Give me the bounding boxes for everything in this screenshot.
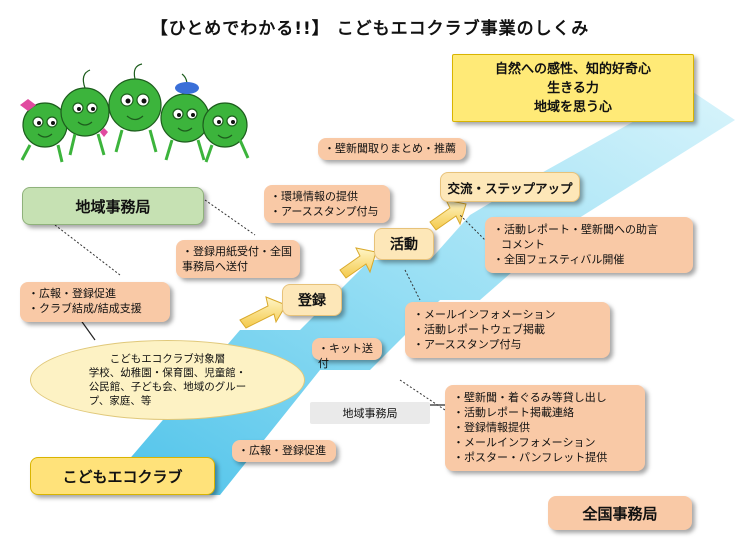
- national-support-item: ・活動レポート掲載連絡: [453, 406, 574, 419]
- step-register: 登録: [282, 284, 342, 316]
- national-support-item: ・ポスター・パンフレット提供: [453, 451, 608, 464]
- mail-info-item: ・アーススタンプ付与: [413, 338, 522, 351]
- national-support-box: ・壁新聞・着ぐるみ等貸し出し ・活動レポート掲載連絡 ・登録情報提供 ・メールイ…: [445, 385, 645, 471]
- step-exchange-label: 交流・ステップアップ: [447, 180, 573, 196]
- target-title: こどもエコクラブ対象層: [109, 353, 226, 365]
- step-register-label: 登録: [298, 293, 326, 309]
- env-info-item: ・アーススタンプ付与: [270, 205, 379, 218]
- env-info-item: ・環境情報の提供: [270, 190, 358, 203]
- step-activity-label: 活動: [390, 237, 418, 253]
- national-office-label: 全国事務局: [548, 496, 692, 530]
- promotion-text: ・広報・登録促進: [238, 444, 326, 457]
- advice-item: ・活動レポート・壁新聞への助言: [493, 223, 658, 236]
- mail-info-item: ・メールインフォメーション: [413, 308, 556, 321]
- registration-forward-box: ・登録用紙受付・全国 事務局へ送付: [176, 240, 300, 278]
- advice-box: ・活動レポート・壁新聞への助言 コメント ・全国フェスティバル開催: [485, 217, 693, 273]
- goal-banner: 自然への感性、知的好奇心 生きる力 地域を思う心: [452, 54, 694, 122]
- newspaper-compile-text: ・壁新聞取りまとめ・推薦: [324, 142, 456, 155]
- regional-office-small: 地域事務局: [310, 402, 430, 424]
- national-support-item: ・壁新聞・着ぐるみ等貸し出し: [453, 391, 607, 404]
- page-title: 【ひとめでわかる!!】 こどもエコクラブ事業のしくみ: [150, 19, 590, 39]
- advice-item: コメント: [501, 238, 545, 251]
- goal-line-2: 生きる力: [547, 80, 599, 96]
- step-activity: 活動: [374, 228, 434, 260]
- step-exchange: 交流・ステップアップ: [440, 172, 580, 202]
- kodomo-eco-club-text: こどもエコクラブ: [62, 467, 183, 486]
- goal-line-3: 地域を思う心: [533, 99, 612, 115]
- regional-task-item: ・クラブ結成/結成支援: [28, 302, 142, 315]
- promotion-box: ・広報・登録促進: [232, 440, 336, 462]
- mail-info-box: ・メールインフォメーション ・活動レポートウェブ掲載 ・アーススタンプ付与: [405, 302, 610, 358]
- mascot-icon: [20, 63, 250, 163]
- kit-box: ・キット送付: [312, 338, 382, 370]
- regional-office-small-text: 地域事務局: [342, 407, 398, 420]
- mail-info-item: ・活動レポートウェブ掲載: [413, 323, 545, 336]
- kodomo-eco-club-label: こどもエコクラブ: [30, 457, 215, 495]
- advice-item: ・全国フェスティバル開催: [493, 253, 625, 266]
- newspaper-compile-box: ・壁新聞取りまとめ・推薦: [318, 138, 466, 160]
- regional-office-text: 地域事務局: [75, 197, 151, 216]
- regional-office-label: 地域事務局: [22, 187, 204, 225]
- regional-tasks-box: ・広報・登録促進 ・クラブ結成/結成支援: [20, 282, 170, 322]
- target-line: プ、家庭、等: [88, 395, 152, 407]
- target-line: 公民館、子ども会、地域のグルー: [88, 381, 247, 393]
- national-support-item: ・メールインフォメーション: [453, 436, 596, 449]
- regional-task-item: ・広報・登録促進: [28, 287, 116, 300]
- target-group-ellipse: こどもエコクラブ対象層 学校、幼稚園・保育園、児童館・ 公民館、子ども会、地域の…: [30, 340, 305, 420]
- step-arrow-2: [339, 247, 377, 279]
- kit-text: ・キット送付: [318, 342, 373, 370]
- registration-forward-item: 事務局へ送付: [182, 260, 248, 273]
- step-arrow-1: [239, 296, 287, 329]
- goal-line-1: 自然への感性、知的好奇心: [494, 61, 651, 77]
- env-info-box: ・環境情報の提供 ・アーススタンプ付与: [264, 185, 390, 223]
- target-line: 学校、幼稚園・保育園、児童館・: [88, 367, 247, 379]
- national-support-item: ・登録情報提供: [453, 421, 530, 434]
- national-office-text: 全国事務局: [582, 504, 658, 523]
- step-arrow-3: [429, 199, 467, 231]
- registration-forward-item: ・登録用紙受付・全国: [182, 245, 292, 258]
